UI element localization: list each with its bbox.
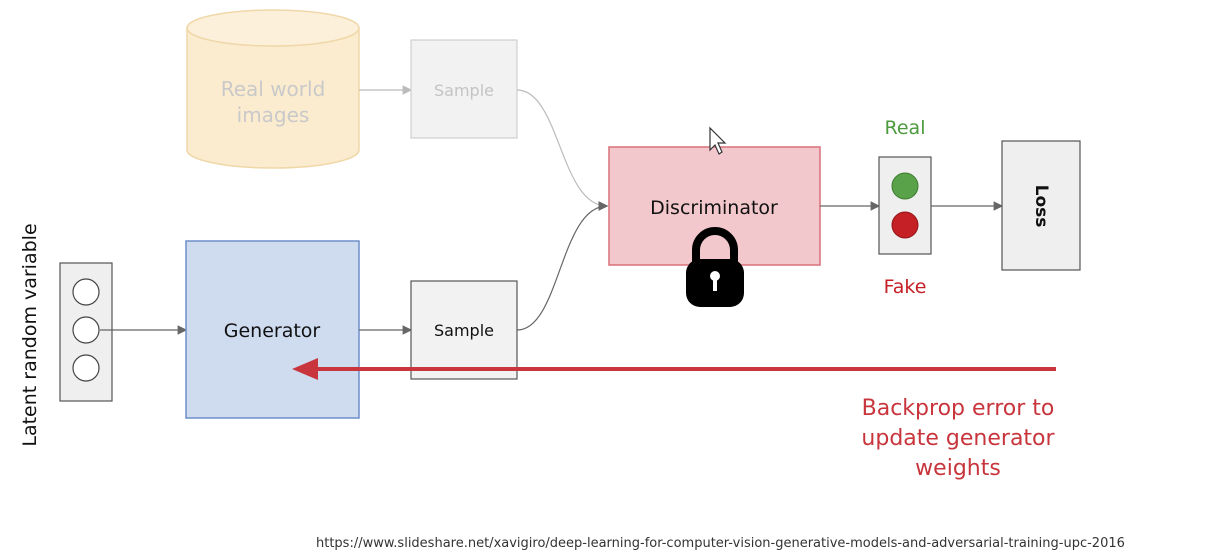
- real-world-images-db: Real world images: [186, 9, 360, 169]
- source-url[interactable]: https://www.slideshare.net/xavigiro/deep…: [316, 536, 1125, 551]
- edge-sample-fake-discriminator: [516, 201, 609, 331]
- real-images-label-1: Real world: [221, 77, 326, 101]
- mouse-cursor-icon: [709, 126, 727, 155]
- backprop-line-1: Backprop error to: [862, 396, 1055, 421]
- generator-box: Generator: [185, 240, 360, 419]
- backprop-arrow: [292, 358, 1056, 380]
- latent-vector: [59, 262, 113, 402]
- fake-indicator-light: [891, 211, 919, 239]
- backprop-caption: Backprop error to update generator weigh…: [861, 396, 1055, 481]
- sample-fake-label: Sample: [434, 321, 494, 340]
- latent-unit-3: [72, 354, 100, 382]
- lock-icon: [686, 227, 744, 307]
- discriminator-box: Discriminator: [608, 146, 821, 266]
- fake-label: Fake: [884, 276, 927, 298]
- real-label: Real: [885, 117, 926, 139]
- output-indicator: [878, 156, 932, 255]
- latent-unit-2: [72, 316, 100, 344]
- backprop-line-2: update generator: [861, 426, 1055, 451]
- loss-label: Loss: [1031, 185, 1051, 228]
- generator-label: Generator: [224, 320, 321, 342]
- sample-fake: Sample: [410, 280, 518, 380]
- latent-variable-label: Latent random variable: [19, 223, 41, 446]
- sample-real: Sample: [410, 39, 518, 139]
- sample-real-label: Sample: [434, 81, 494, 100]
- backprop-line-3: weights: [915, 456, 1001, 481]
- real-images-label-2: images: [237, 103, 310, 127]
- real-indicator-light: [891, 172, 919, 200]
- edge-sample-real-discriminator: [516, 89, 609, 211]
- latent-unit-1: [72, 278, 100, 306]
- discriminator-label: Discriminator: [650, 197, 778, 219]
- loss-box: Loss: [1001, 140, 1081, 271]
